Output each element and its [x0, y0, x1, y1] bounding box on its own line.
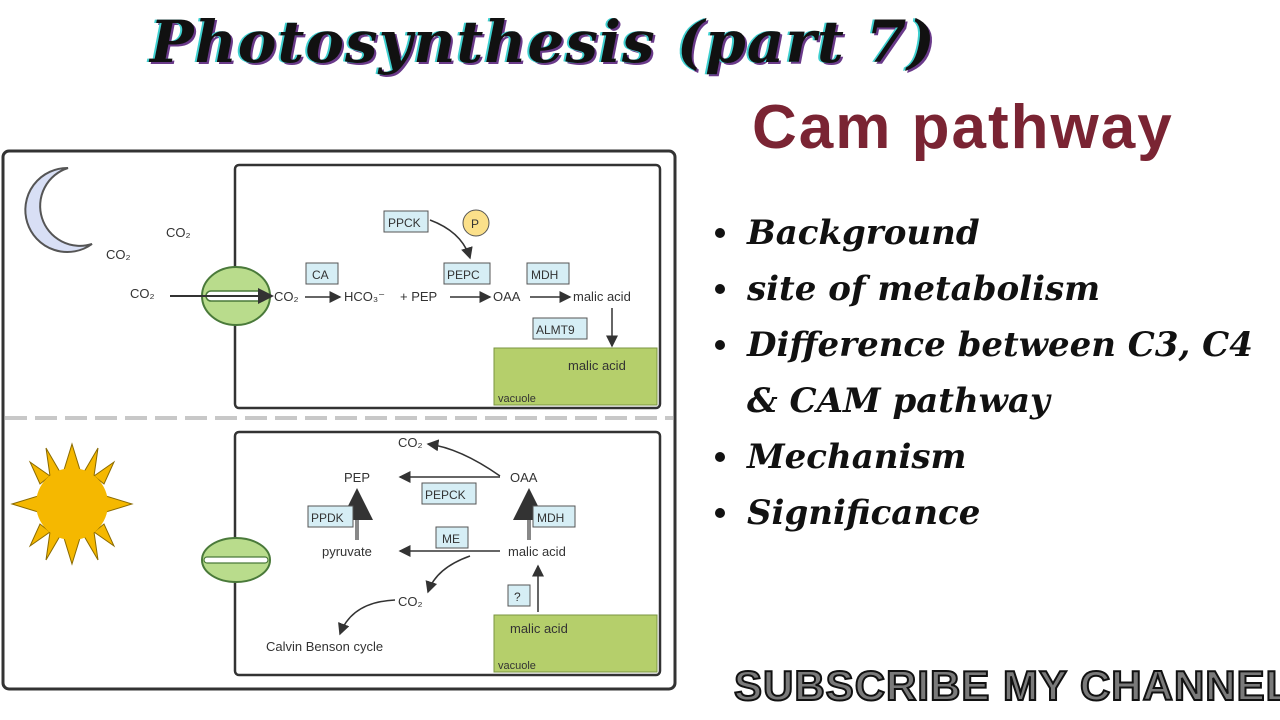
svg-text:CA: CA	[312, 268, 329, 282]
enzyme-ca	[305, 262, 339, 285]
enzyme-almt9	[532, 317, 588, 340]
topic-item: site of metabolism	[715, 261, 1275, 317]
diagram-frame	[1, 149, 677, 691]
enzyme-pepc	[443, 262, 491, 285]
stomata-icon	[201, 537, 271, 583]
co2-label: CO₂	[398, 435, 423, 450]
enzyme-mdh	[526, 262, 570, 285]
page-subtitle: Cam pathway	[752, 93, 1174, 162]
enzyme-mdh-day	[532, 505, 576, 528]
phosphate-icon	[462, 209, 490, 237]
svg-text:MDH: MDH	[531, 268, 558, 282]
oaa-label: OAA	[510, 470, 538, 485]
svg-text:PEPCK: PEPCK	[425, 488, 466, 502]
topic-item: Mechanism	[715, 429, 1275, 485]
svg-text:PPDK: PPDK	[311, 511, 344, 525]
svg-text:P: P	[471, 217, 479, 231]
svg-text:ALMT9: ALMT9	[536, 323, 575, 337]
calvin-cycle-label: Calvin Benson cycle	[266, 639, 383, 654]
vacuole-night	[493, 347, 658, 406]
enzyme-pepck	[421, 482, 477, 505]
malic-acid-label: malic acid	[508, 544, 566, 559]
enzyme-ppdk	[307, 505, 354, 528]
svg-text:malic acid: malic acid	[568, 358, 626, 373]
topic-item: Difference between C3, C4	[715, 317, 1275, 373]
svg-text:ME: ME	[442, 532, 460, 546]
svg-text:?: ?	[514, 590, 521, 604]
subscribe-banner: SUBSCRIBE MY CHANNEL	[733, 661, 1280, 710]
page-title: Photosynthesis (part 7)	[150, 8, 936, 76]
pep-label: PEP	[344, 470, 370, 485]
bullet-icon	[715, 508, 725, 518]
co2-label: CO₂	[398, 594, 423, 609]
co2-label: CO₂	[106, 247, 131, 262]
cam-pathway-diagram: CO₂ CO₂ CO₂ CO₂ HCO₃⁻ + PEP OAA malic ac…	[1, 149, 677, 691]
moon-icon	[24, 166, 93, 253]
pyruvate-label: pyruvate	[322, 544, 372, 559]
topic-item: Background	[715, 205, 1275, 261]
pep-label: + PEP	[400, 289, 437, 304]
co2-label: CO₂	[166, 225, 191, 240]
svg-text:PPCK: PPCK	[388, 216, 421, 230]
topic-item-continued: & CAM pathway	[747, 381, 1050, 421]
enzyme-ppck	[383, 210, 429, 233]
svg-text:malic acid: malic acid	[510, 621, 568, 636]
bullet-icon	[715, 452, 725, 462]
svg-text:PEPC: PEPC	[447, 268, 480, 282]
bullet-icon	[715, 340, 725, 350]
malic-acid-label: malic acid	[573, 289, 631, 304]
hco3-label: HCO₃⁻	[344, 289, 385, 304]
bullet-icon	[715, 284, 725, 294]
topic-list: Background site of metabolism Difference…	[715, 205, 1275, 541]
vacuole-day	[493, 614, 658, 673]
oaa-label: OAA	[493, 289, 521, 304]
svg-text:vacuole: vacuole	[498, 660, 536, 672]
co2-label: CO₂	[130, 286, 155, 301]
topic-item: Significance	[715, 485, 1275, 541]
enzyme-unknown	[507, 584, 531, 607]
co2-label: CO₂	[274, 289, 299, 304]
enzyme-me	[435, 526, 469, 549]
svg-text:vacuole: vacuole	[498, 393, 536, 405]
sun-icon	[10, 442, 134, 566]
svg-text:MDH: MDH	[537, 511, 564, 525]
bullet-icon	[715, 228, 725, 238]
